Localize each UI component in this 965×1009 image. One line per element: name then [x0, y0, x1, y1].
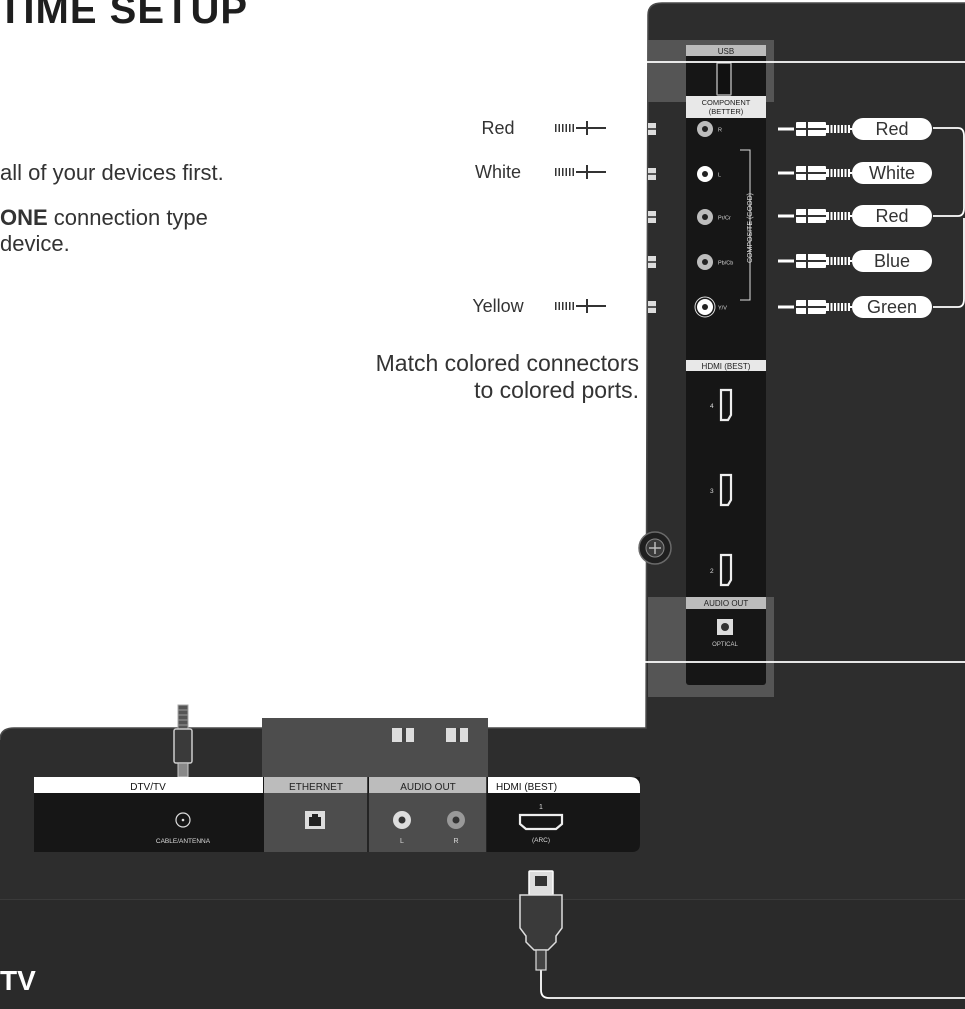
- rca-port-r: R: [648, 121, 722, 137]
- side-hdmi-port-3: 3: [710, 473, 733, 507]
- rca-port-pb-cb: Pb/Cb: [648, 254, 733, 270]
- side-hdmi-label: HDMI (BEST): [702, 362, 751, 371]
- right-cable-label: Red: [875, 119, 908, 139]
- instruction-line-2: ONE connection type: [0, 205, 208, 231]
- right-cable-white-1: White: [778, 162, 932, 184]
- instruction-line-2-rest: connection type: [47, 205, 208, 230]
- instruction-line-3: device.: [0, 231, 70, 256]
- component-sublabel: (BETTER): [709, 107, 744, 116]
- usb-port-group: USB: [686, 45, 766, 96]
- side-hdmi-port-number: 3: [710, 488, 714, 495]
- right-cable-label: White: [869, 163, 915, 183]
- optical-port-hole: [721, 623, 729, 631]
- side-hdmi-port-4: 4: [710, 388, 733, 422]
- rca-port-pr-cr: Pr/Cr: [648, 209, 731, 225]
- rca-port-l: L: [648, 166, 721, 182]
- mount-screw: [638, 531, 672, 565]
- rca-port-label: Pr/Cr: [718, 216, 731, 222]
- side-hdmi-port-number: 4: [710, 403, 714, 410]
- left-cable-yellow: Yellow: [458, 295, 624, 317]
- side-hdmi-port-number: 2: [710, 568, 714, 575]
- rca-port-label: Pb/Cb: [718, 261, 733, 267]
- bottom-hdmi-label: HDMI (BEST): [496, 782, 557, 793]
- composite-bracket: COMPOSITE (GOOD): [740, 149, 754, 301]
- instruction-emphasis: ONE: [0, 205, 48, 230]
- left-cable-label: Red: [481, 118, 514, 138]
- right-cable-label: Green: [867, 297, 917, 317]
- left-cable-label: White: [475, 162, 521, 182]
- coax-connector: [173, 704, 193, 778]
- page-heading: TIME SETUP: [0, 0, 249, 32]
- component-label: COMPONENT: [702, 98, 751, 107]
- left-cable-label: Yellow: [472, 296, 524, 316]
- right-cable-label: Blue: [874, 251, 910, 271]
- hdmi-cable-plug: [519, 870, 563, 971]
- usb-port: [716, 62, 732, 96]
- dtv-label: DTV/TV: [130, 782, 166, 793]
- rca-port-y-v: Y/V: [648, 296, 727, 318]
- composite-label: COMPOSITE (GOOD): [747, 193, 754, 263]
- match-note-line-2: to colored ports.: [474, 377, 639, 403]
- rca-port-label: R: [718, 128, 722, 134]
- right-cable-blue-3: Blue: [778, 250, 932, 272]
- usb-label: USB: [718, 47, 734, 56]
- audio-r-label: R: [453, 838, 458, 845]
- rca-port-label: Y/V: [718, 306, 727, 312]
- side-audio-out-label: AUDIO OUT: [704, 599, 749, 608]
- side-hdmi-port-group: 4 3 2: [710, 388, 733, 587]
- cable-routing-lines: [182, 61, 965, 999]
- hdmi-arc-port: [518, 813, 564, 831]
- cable-antenna-label: CABLE/ANTENNA: [156, 838, 211, 845]
- left-cable-white: White: [458, 161, 624, 183]
- footer-label: TV: [0, 965, 36, 996]
- right-cable-green-4: Green: [778, 296, 932, 318]
- hdmi-arc-label: (ARC): [532, 837, 550, 844]
- ethernet-label: ETHERNET: [289, 782, 343, 793]
- rca-port-label: L: [718, 173, 721, 179]
- left-cable-red: Red: [458, 117, 624, 139]
- bottom-connector-panel: DTV/TV CABLE/ANTENNA ETHERNET AUDIO OUT …: [34, 777, 640, 852]
- match-note-line-1: Match colored connectors: [375, 350, 639, 376]
- instruction-line-1: all of your devices first.: [0, 160, 224, 185]
- right-cable-red-2: Red: [778, 205, 932, 227]
- coax-port: [175, 812, 191, 828]
- right-cable-red-0: Red: [778, 118, 932, 140]
- hdmi-port-number: 1: [539, 804, 543, 811]
- bottom-audio-jack-tops: [392, 728, 468, 742]
- bottom-audio-out-label: AUDIO OUT: [400, 782, 456, 793]
- right-cable-label: Red: [875, 206, 908, 226]
- audio-l-label: L: [400, 838, 404, 845]
- optical-label: OPTICAL: [712, 642, 738, 648]
- match-connectors-note: Match colored connectors to colored port…: [376, 350, 639, 404]
- side-hdmi-port-2: 2: [710, 553, 733, 587]
